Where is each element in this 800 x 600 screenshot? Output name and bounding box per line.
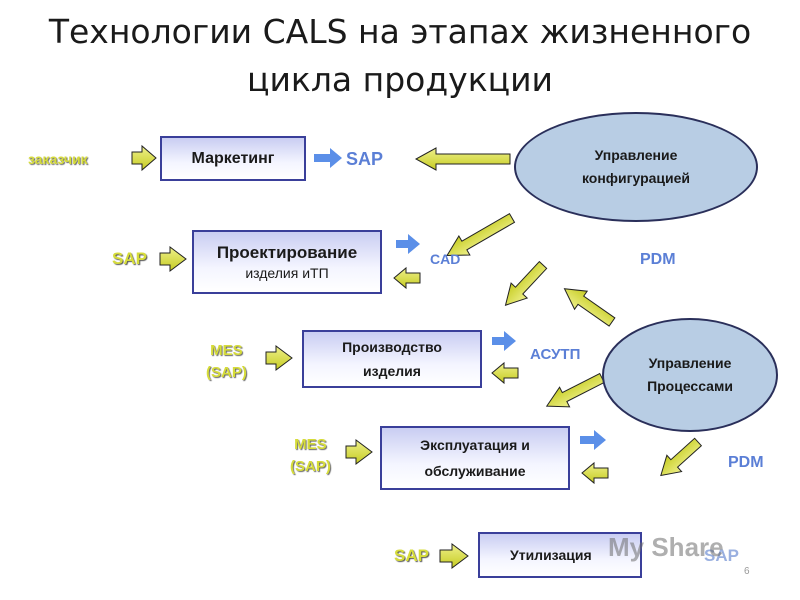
pdm-top-label: PDM	[640, 251, 676, 268]
arrow-process-to-production	[545, 372, 605, 408]
process-management-ellipse: Управление Процессами	[602, 318, 778, 432]
arrow-pdm-to-operation	[581, 461, 609, 485]
config-label-line2: конфигурацией	[581, 170, 691, 186]
page-title-line1: Технологии CALS на этапах жизненного	[48, 12, 752, 51]
sap-disposal-right-label: SAP	[704, 546, 739, 565]
page-number: 6	[744, 566, 750, 577]
mes-production-label: MES (SAP)	[206, 340, 247, 384]
operation-label-line1: Эксплуатация и	[420, 437, 530, 453]
arrow-mes-to-operation	[345, 439, 373, 465]
arrow-pdm-to-production	[504, 260, 548, 306]
design-label-line2: изделия иТП	[245, 265, 329, 281]
page-title-line2: цикла продукции	[247, 60, 553, 99]
arrow-marketing-to-sap	[314, 148, 342, 168]
sap-disposal-label: SAP	[394, 546, 429, 565]
watermark-logo: My Share	[608, 532, 724, 562]
sap-design-label: SAP	[112, 249, 147, 268]
arrow-operation-to-pdm	[580, 430, 606, 450]
production-box: Производство изделия	[302, 330, 482, 388]
design-box: Проектирование изделия иТП	[192, 230, 382, 294]
arrow-sap-to-disposal	[439, 543, 469, 569]
arrow-sap-to-design	[159, 246, 187, 272]
arrow-cad-to-design	[393, 266, 421, 290]
arrow-config-to-sap	[414, 147, 511, 171]
customer-label: заказчик	[28, 151, 88, 167]
cad-label: CAD	[430, 251, 461, 267]
mes-production-line2: (SAP)	[206, 364, 247, 381]
config-label-line1: Управление	[594, 147, 678, 163]
arrow-config-to-cad	[446, 212, 516, 257]
marketing-box: Маркетинг	[160, 136, 306, 181]
operation-label-line2: обслуживание	[424, 463, 526, 479]
mes-operation-line2: (SAP)	[290, 458, 331, 475]
arrow-process-to-operation	[660, 437, 703, 477]
production-label-line1: Производство	[342, 339, 442, 355]
arrow-design-to-cad	[396, 234, 420, 254]
marketing-label: Маркетинг	[191, 149, 275, 167]
sap-top-label: SAP	[346, 149, 384, 169]
operation-box: Эксплуатация и обслуживание	[380, 426, 570, 490]
arrow-production-to-asutp	[492, 331, 516, 351]
mes-production-line1: MES	[210, 342, 243, 359]
config-management-ellipse: Управление конфигурацией	[514, 112, 758, 222]
production-label-line2: изделия	[363, 363, 421, 379]
arrow-process-to-pdm	[563, 288, 616, 327]
asutp-label: АСУТП	[530, 346, 581, 363]
arrow-customer-to-marketing	[131, 144, 157, 172]
design-label-line1: Проектирование	[216, 243, 358, 262]
arrow-asutp-to-production	[491, 361, 519, 385]
pdm-bottom-label: PDM	[728, 454, 764, 471]
arrow-mes-to-production	[265, 345, 293, 371]
process-label-line1: Управление	[648, 355, 732, 371]
mes-operation-line1: MES	[294, 436, 327, 453]
mes-operation-label: MES (SAP)	[290, 434, 331, 478]
disposal-box: Утилизация	[478, 532, 642, 578]
disposal-label: Утилизация	[510, 547, 592, 563]
process-label-line2: Процессами	[647, 378, 733, 394]
